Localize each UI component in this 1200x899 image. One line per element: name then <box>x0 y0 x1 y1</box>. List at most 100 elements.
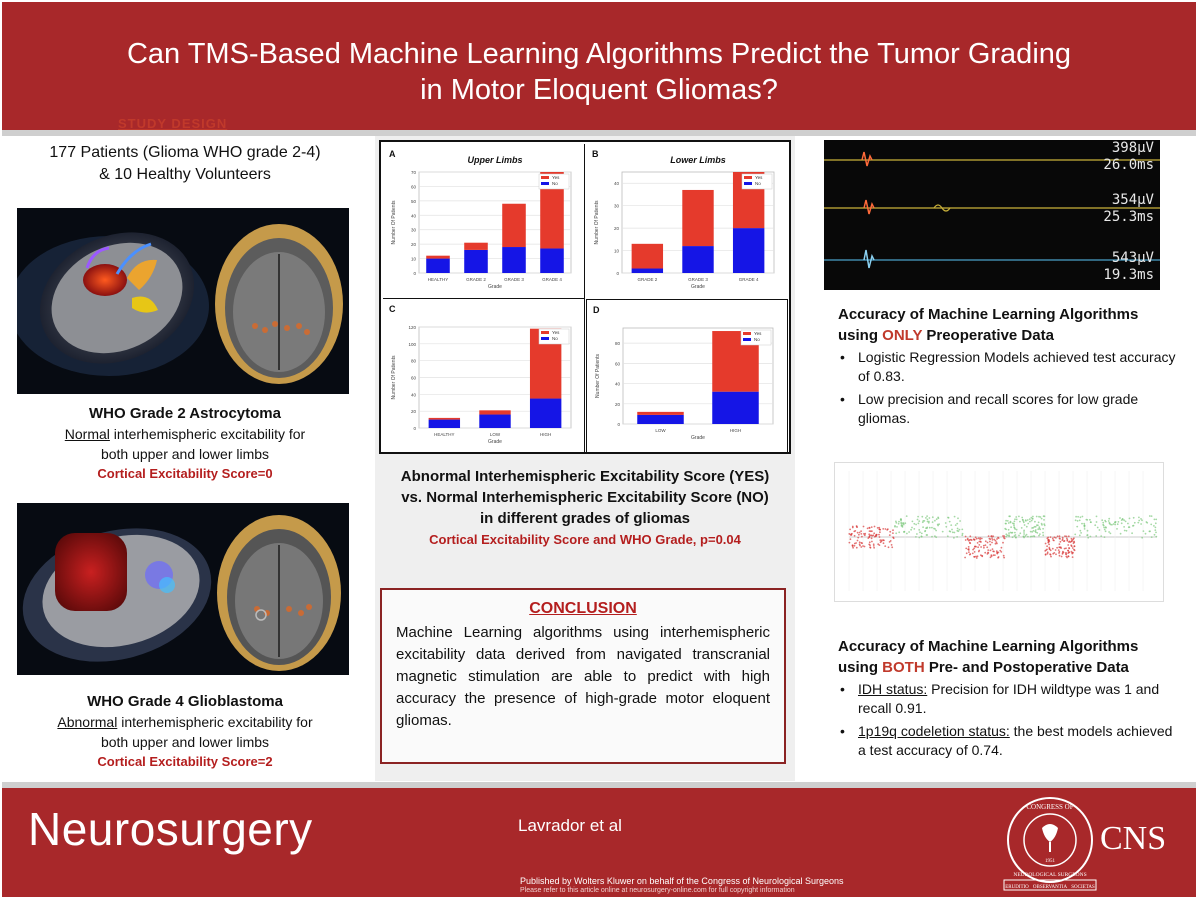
plot-point <box>972 548 974 551</box>
plot-point <box>987 551 989 554</box>
plot-point <box>1138 519 1141 522</box>
plot-point <box>1029 530 1032 533</box>
periop-title-highlight: BOTH <box>882 659 925 676</box>
plot-point <box>878 536 881 538</box>
plot-point <box>924 530 926 533</box>
chart-bar-no <box>732 228 765 273</box>
plot-point <box>1034 530 1037 533</box>
plot-point <box>1104 530 1107 533</box>
plot-point <box>1013 526 1016 529</box>
chart-legend-swatch <box>743 338 751 341</box>
plot-point <box>917 522 920 525</box>
periop-title-using: using <box>838 659 883 676</box>
plot-point <box>1022 520 1025 522</box>
chart-legend-swatch <box>541 331 549 334</box>
copyright-line: Please refer to this article online at n… <box>520 887 795 894</box>
plot-point <box>913 522 916 525</box>
plot-point <box>974 536 977 539</box>
plot-point <box>1046 548 1048 551</box>
plot-point <box>849 533 852 536</box>
chart-panel-letter: D <box>593 305 600 315</box>
plot-point <box>863 533 865 535</box>
poster-title-line2: in Motor Eloquent Gliomas? <box>420 74 778 106</box>
plot-point <box>869 544 871 547</box>
plot-point <box>991 537 993 539</box>
glioblastoma-title: WHO Grade 4 Glioblastoma <box>87 693 283 710</box>
plot-point <box>944 522 947 524</box>
plot-point <box>915 523 917 526</box>
plot-point <box>1124 520 1127 523</box>
plot-point <box>1038 515 1040 518</box>
chart-xlabel: Grade <box>691 284 705 290</box>
seal-ribbon-right: SOCIETAS <box>1071 885 1095 890</box>
plot-point <box>917 515 919 518</box>
plot-point <box>990 554 993 557</box>
plot-point <box>868 533 871 536</box>
plot-point <box>1142 530 1145 532</box>
plot-point <box>1058 535 1061 538</box>
chart-legend-swatch <box>743 332 751 335</box>
plot-point <box>996 538 998 540</box>
plot-point <box>897 522 900 525</box>
emg-latency-3: 19.3ms <box>1103 267 1154 283</box>
plot-point <box>969 535 972 538</box>
preop-bullet-2: Low precision and recall scores for low … <box>838 390 1178 428</box>
plot-point <box>849 538 852 541</box>
plot-point <box>1077 515 1079 518</box>
glioblastoma-caption: WHO Grade 4 Glioblastoma Abnormal interh… <box>0 692 370 772</box>
cns-seal-logo: CONGRESS OF NEUROLOGICAL SURGEONS 1951 E… <box>1003 797 1097 891</box>
plot-point <box>1073 549 1076 552</box>
plot-point <box>869 530 872 533</box>
plot-point <box>875 535 877 538</box>
plot-point <box>979 537 982 539</box>
plot-point <box>958 528 961 531</box>
plot-point <box>1059 546 1061 549</box>
plot-point <box>903 530 906 533</box>
plot-point <box>1027 522 1030 525</box>
plot-point <box>1155 531 1157 534</box>
plot-point <box>1089 535 1092 538</box>
cns-wordmark: CNS <box>1100 820 1167 857</box>
plot-point <box>1044 542 1047 545</box>
plot-point <box>1072 542 1075 545</box>
plot-point <box>1046 545 1048 548</box>
plot-point <box>951 531 954 534</box>
plot-point <box>888 541 891 543</box>
plot-point <box>921 521 924 524</box>
plot-point <box>1120 522 1123 525</box>
chart-panel-letter: A <box>389 149 396 159</box>
plot-point <box>984 540 987 543</box>
plot-point <box>964 535 967 538</box>
plot-point <box>973 547 975 550</box>
chart-bar-no <box>502 247 526 273</box>
plot-point <box>1123 529 1126 532</box>
plot-point <box>986 546 989 549</box>
chart-ytick-label: 10 <box>614 249 620 254</box>
plot-point <box>848 541 851 544</box>
plot-point <box>1004 527 1007 530</box>
chart-bar-yes <box>540 172 564 249</box>
plot-point <box>1063 547 1066 550</box>
plot-point <box>873 525 876 528</box>
plot-point <box>1025 525 1028 528</box>
plot-point <box>906 532 908 535</box>
plot-point <box>1078 519 1081 522</box>
plot-point <box>973 551 976 553</box>
chart-ytick-label: 80 <box>615 341 621 346</box>
plot-point <box>964 539 967 541</box>
chart-xtick-label: GRADE 4 <box>739 277 759 282</box>
plot-point <box>1009 520 1012 523</box>
plot-point <box>1042 534 1045 537</box>
astrocytoma-desc-line2: both upper and lower limbs <box>100 446 270 462</box>
chart-panel-letter: B <box>592 149 599 159</box>
plot-point <box>1040 517 1043 520</box>
plot-point <box>1038 534 1040 537</box>
plot-point <box>977 537 980 540</box>
plot-point <box>1031 531 1034 533</box>
